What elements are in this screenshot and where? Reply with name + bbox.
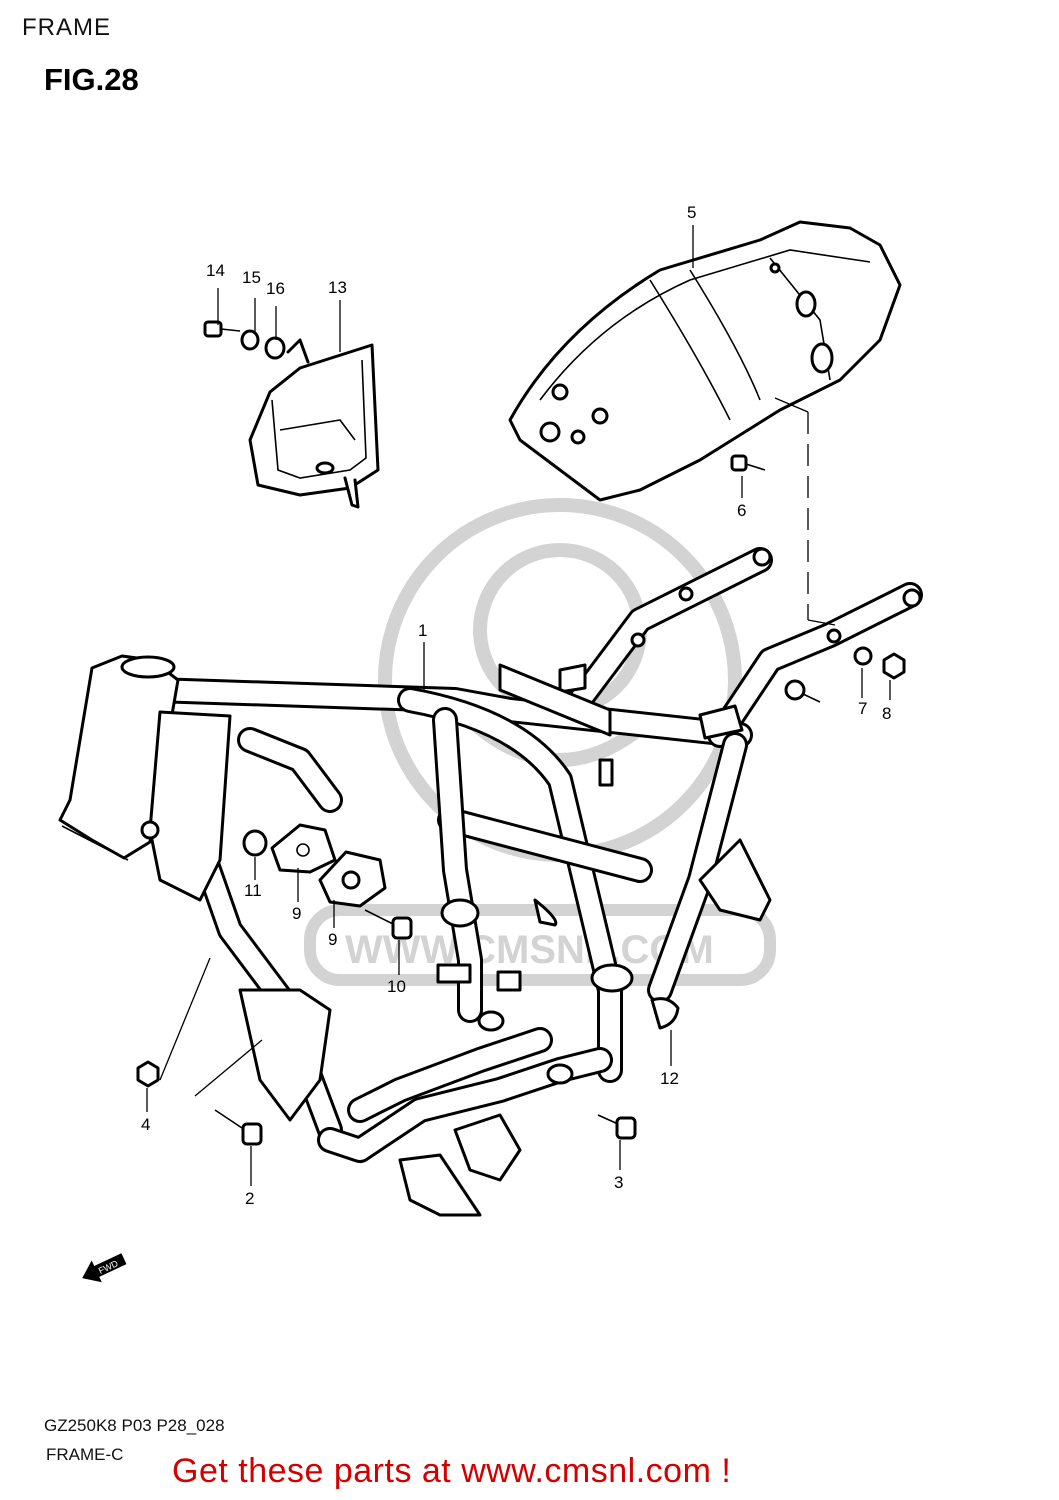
callout-12: 12	[660, 1069, 679, 1088]
callout-3: 3	[614, 1173, 623, 1192]
part-9-plate-b	[318, 850, 387, 908]
figure-title: FIG.28	[44, 62, 139, 97]
callout-16: 16	[266, 279, 285, 298]
callout-4: 4	[141, 1115, 150, 1134]
callout-1: 1	[418, 621, 427, 640]
model-code: GZ250K8 P03 P28_028	[44, 1416, 225, 1435]
part-3-bolt	[597, 1114, 637, 1140]
callout-2: 2	[245, 1189, 254, 1208]
callout-14: 14	[206, 261, 225, 280]
part-13-bracket	[248, 338, 380, 509]
leader-lines	[146, 225, 891, 1186]
part-14-bolt	[203, 320, 241, 338]
section-title: FRAME	[22, 14, 111, 41]
callout-6: 6	[737, 501, 746, 520]
part-10-bolt	[364, 909, 413, 940]
part-16-grommet	[264, 336, 286, 360]
callout-10: 10	[387, 977, 406, 996]
callout-9a: 9	[292, 904, 301, 923]
fwd-arrow: FWD	[82, 1253, 127, 1283]
cta-link[interactable]: Get these parts at www.cmsnl.com !	[172, 1452, 732, 1490]
part-2-bolt	[214, 1109, 263, 1146]
part-5-rear-fender	[508, 220, 902, 502]
part-6-bolt	[730, 454, 766, 472]
part-9-plate-a	[270, 823, 337, 874]
callout-11: 11	[244, 881, 262, 900]
callout-7: 7	[858, 699, 867, 718]
callout-labels: 1 2 3 4 5 6 7 8 9 9 10 11 12 13 14 15 16	[141, 203, 891, 1208]
part-8-nut	[882, 652, 906, 680]
callout-13: 13	[328, 278, 347, 297]
part-11-nut	[242, 829, 268, 857]
callout-15: 15	[242, 268, 261, 287]
part-12-cap	[650, 997, 680, 1030]
part-15-washer	[240, 329, 260, 351]
part-1-main-frame	[58, 547, 923, 1217]
frame-code: FRAME-C	[46, 1445, 124, 1464]
part-4-nut	[136, 1060, 160, 1088]
callout-9b: 9	[328, 930, 337, 949]
part-7-washer	[853, 646, 873, 666]
callout-5: 5	[687, 203, 696, 222]
seat-bolt-stud	[784, 679, 821, 703]
callout-8: 8	[882, 704, 891, 723]
